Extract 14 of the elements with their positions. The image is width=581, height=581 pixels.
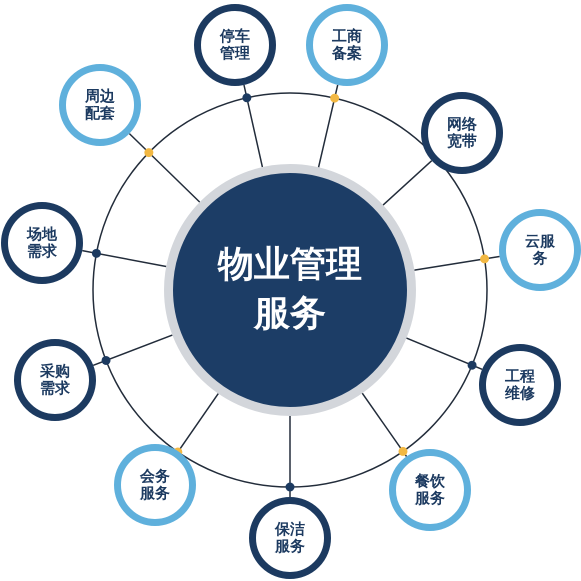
node-label: 周边配套: [84, 88, 116, 122]
node-label: 云服务: [524, 232, 556, 268]
node-label: 会务服务: [138, 468, 171, 502]
node-label: 工商备案: [330, 28, 363, 62]
node-label: 工程维修: [504, 368, 536, 402]
spoke-line: [382, 160, 432, 206]
spoke-line: [362, 392, 408, 457]
node-label: 停车管理: [218, 28, 251, 62]
node-label: 物业管理服务: [216, 243, 363, 336]
node-label: 餐饮服务: [414, 472, 446, 508]
node-label: 采购需求: [39, 362, 71, 398]
node-label: 网络宽带: [446, 116, 478, 150]
node-label: 场地需求: [26, 226, 58, 260]
node-label: 保洁服务: [274, 520, 306, 556]
